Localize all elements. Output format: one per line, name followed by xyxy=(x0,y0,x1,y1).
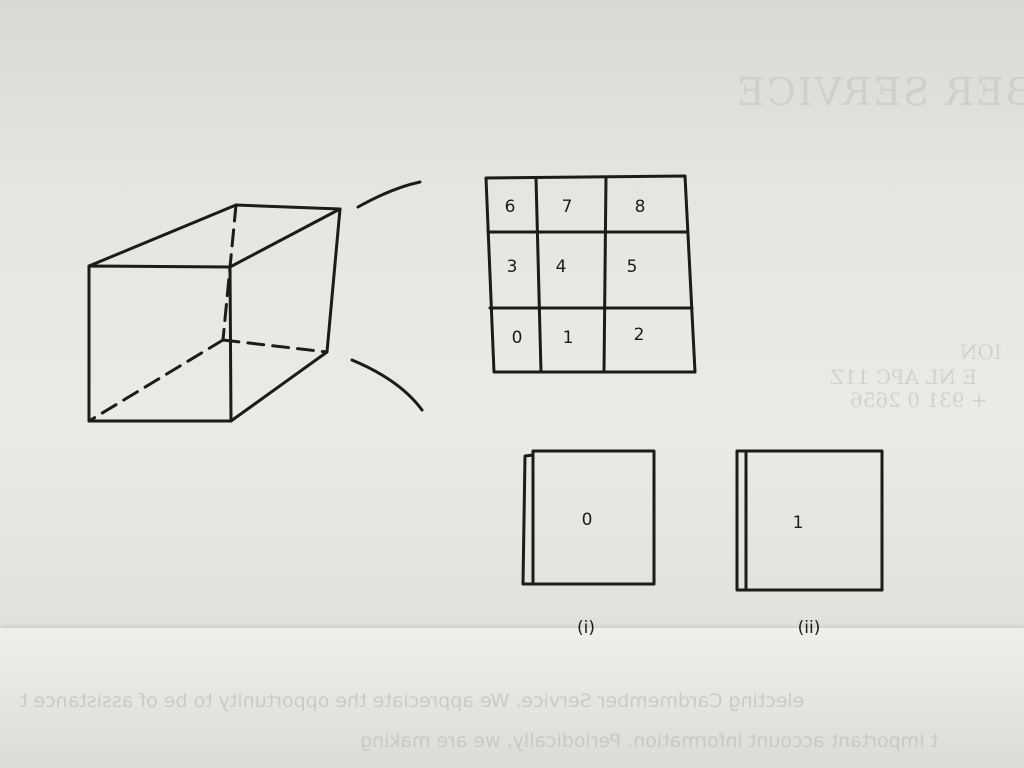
cube-right-edges xyxy=(229,207,342,423)
grid-cell-label: 0 xyxy=(512,328,523,348)
grid-cell-label: 8 xyxy=(635,197,646,217)
panel-ii-caption: (ii) xyxy=(798,618,821,638)
grid-cell-label: 6 xyxy=(505,197,516,217)
paper-fold xyxy=(0,628,1024,768)
grid-cell-label: 1 xyxy=(563,328,574,348)
cube-front-face xyxy=(87,264,233,423)
grid-cell-label: 2 xyxy=(634,325,645,345)
panel-ii-label: 1 xyxy=(793,513,804,533)
panel-i: 0 (i) xyxy=(521,449,656,638)
panel-ii-box xyxy=(744,449,884,592)
grid-cell-label: 3 xyxy=(507,257,518,277)
panel-i-side-strip xyxy=(521,453,535,586)
panel-i-label: 0 xyxy=(582,510,593,530)
panel-i-caption: (i) xyxy=(577,618,595,638)
panel-ii: 1 (ii) xyxy=(735,449,884,638)
cube-drawing xyxy=(87,203,342,423)
grid-cell-label: 4 xyxy=(556,257,567,277)
grid-cell-label: 5 xyxy=(627,257,638,277)
grid-col-lines xyxy=(534,175,608,374)
grid-cell-label: 7 xyxy=(562,197,573,217)
cube-top-face xyxy=(87,203,342,269)
panel-i-box xyxy=(531,449,656,586)
panel-ii-side-strip xyxy=(735,449,748,592)
grid-row-lines xyxy=(486,230,694,310)
number-grid: 6 7 8 3 4 5 0 1 2 xyxy=(484,174,697,374)
projection-arc-top xyxy=(356,180,422,209)
projection-arc-bottom xyxy=(350,358,424,412)
cube-hidden-edges xyxy=(87,203,329,423)
